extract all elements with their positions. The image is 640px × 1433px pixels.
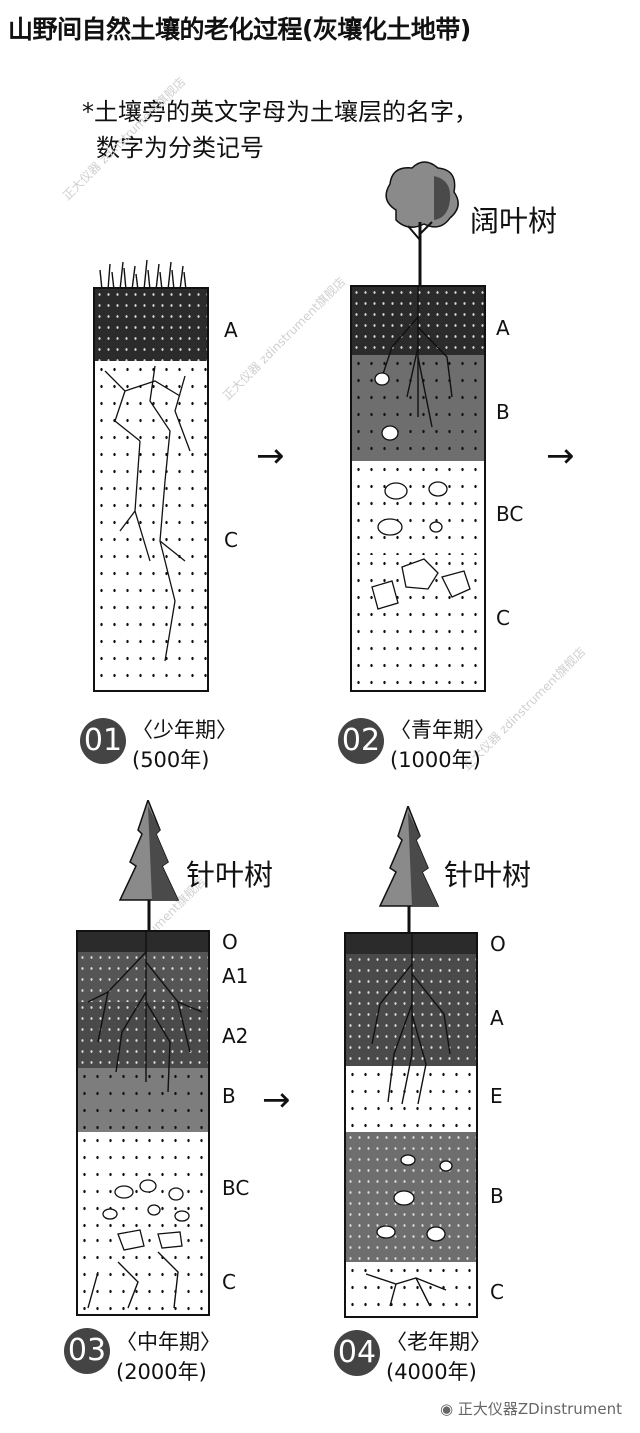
layer-label: B [496, 400, 510, 424]
footer-watermark: ◉ 正大仪器ZDinstrument [440, 1398, 622, 1419]
layer-label: O [490, 932, 506, 956]
conifer-tree-icon [376, 803, 442, 938]
soil-layer-o [78, 932, 208, 952]
layer-label: A2 [222, 1024, 249, 1048]
tree-label: 阔叶树 [470, 204, 558, 238]
page-title: 山野间自然土壤的老化过程(灰壤化土地带) [8, 15, 471, 44]
soil-layer-a1 [78, 952, 208, 1002]
soil-layer-a [95, 289, 207, 361]
tree-label: 针叶树 [444, 858, 532, 892]
stage-age: (500年) [132, 748, 210, 772]
footer-text: 正大仪器ZDinstrument [457, 1400, 622, 1418]
layer-label: O [222, 930, 238, 954]
soil-layer-c [95, 361, 207, 690]
stage-age: (1000年) [390, 748, 481, 772]
broadleaf-tree-icon [378, 160, 464, 290]
arrow-right-icon: → [262, 1080, 291, 1120]
stage-age: (4000年) [386, 1360, 477, 1384]
layer-label: C [224, 528, 238, 552]
watermark: 正大仪器 zdinstrument旗舰店 [219, 274, 349, 404]
layer-label: B [490, 1184, 504, 1208]
layer-label: C [490, 1280, 504, 1304]
soil-layer-b [78, 1068, 208, 1132]
arrow-right-icon: → [256, 436, 285, 476]
soil-layer-a [346, 954, 476, 1066]
soil-column-01 [93, 287, 209, 692]
chat-bubble-icon: ◉ [440, 1400, 458, 1418]
layer-label: C [496, 606, 510, 630]
note-line-2: 数字为分类记号 [96, 134, 264, 162]
conifer-tree-icon [116, 797, 182, 936]
arrow-right-icon: → [546, 436, 575, 476]
stage-name: 〈老年期〉 [386, 1330, 491, 1354]
layer-label: A [496, 316, 510, 340]
layer-label: BC [496, 502, 524, 526]
soil-layer-e [346, 1066, 476, 1132]
note-line-1: *土壤旁的英文字母为土壤层的名字， [82, 98, 478, 126]
grass-icon [98, 258, 192, 294]
stage-number-badge: 04 [334, 1330, 380, 1376]
roots-and-stones [87, 932, 203, 1309]
stage-name: 〈青年期〉 [390, 718, 495, 742]
tree-label: 针叶树 [186, 858, 274, 892]
stage-name: 〈少年期〉 [132, 718, 237, 742]
stage-name: 〈中年期〉 [116, 1330, 221, 1354]
stage-number-badge: 02 [338, 718, 384, 764]
stage-number-badge: 03 [64, 1328, 110, 1374]
layer-label: C [222, 1270, 236, 1294]
roots-and-stones [365, 934, 453, 1307]
layer-label: A [490, 1006, 504, 1030]
stage-age: (2000年) [116, 1360, 207, 1384]
stage-number-badge: 01 [80, 718, 126, 764]
soil-column-02 [350, 285, 486, 692]
layer-label: E [490, 1084, 503, 1108]
layer-label: A [224, 318, 238, 342]
soil-layer-o [346, 934, 476, 954]
soil-column-04 [344, 932, 478, 1318]
roots-and-stones [371, 287, 471, 610]
soil-column-03 [76, 930, 210, 1316]
soil-layer-c [346, 1262, 476, 1316]
layer-label: BC [222, 1176, 250, 1200]
layer-label: A1 [222, 964, 249, 988]
crack-lines [104, 365, 191, 662]
soil-layer-bc [352, 461, 484, 555]
layer-label: B [222, 1084, 236, 1108]
